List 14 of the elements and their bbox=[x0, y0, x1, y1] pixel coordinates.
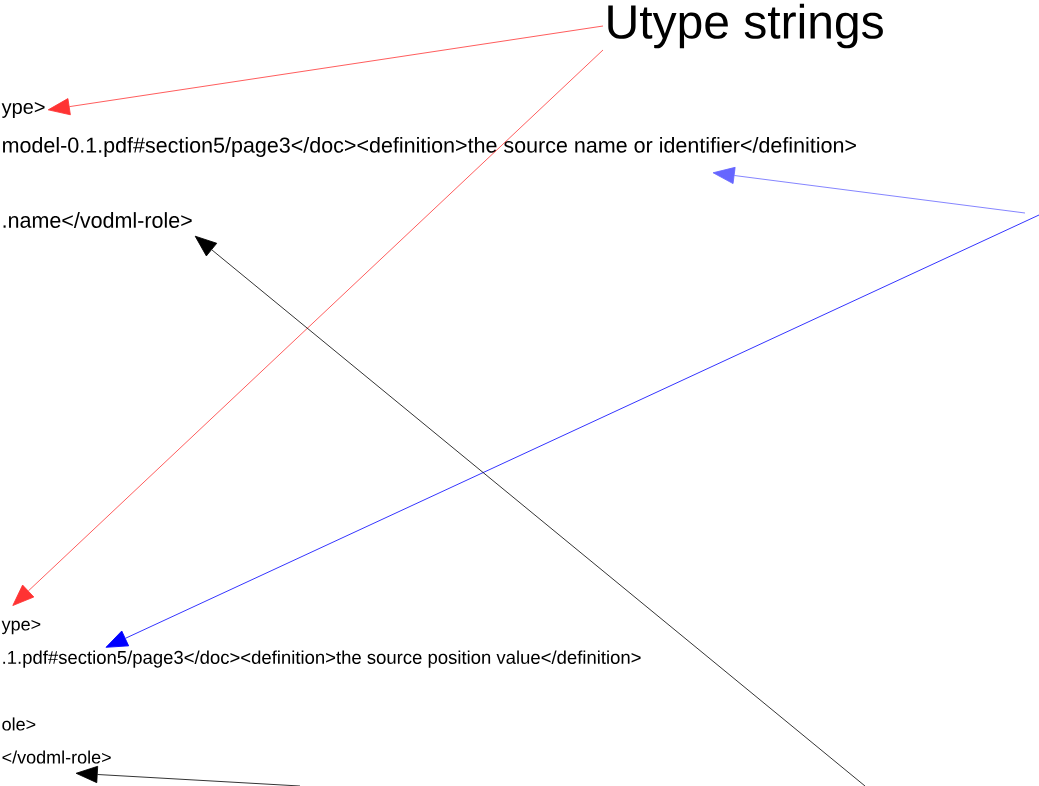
heading: Utype strings bbox=[608, 3, 883, 49]
code-text: ype> bbox=[1, 619, 41, 635]
arrow bbox=[105, 214, 1039, 648]
code-text: </vodml-role> bbox=[2, 750, 111, 764]
code-text: model-0.1.pdf#section5/page3</doc><definition>the source name or identifier</definition> bbox=[3, 137, 856, 157]
arrow bbox=[12, 49, 604, 606]
arrow bbox=[712, 166, 1026, 214]
code-text: .name</vodml-role> bbox=[3, 212, 192, 228]
arrow bbox=[47, 25, 604, 116]
arrow bbox=[194, 235, 866, 786]
code-text: ole> bbox=[2, 717, 36, 731]
code-text: .1.pdf#section5/page3</doc><definition>the source position value</definition> bbox=[3, 650, 641, 668]
arrow bbox=[75, 765, 301, 786]
code-text: ype> bbox=[1, 102, 45, 118]
